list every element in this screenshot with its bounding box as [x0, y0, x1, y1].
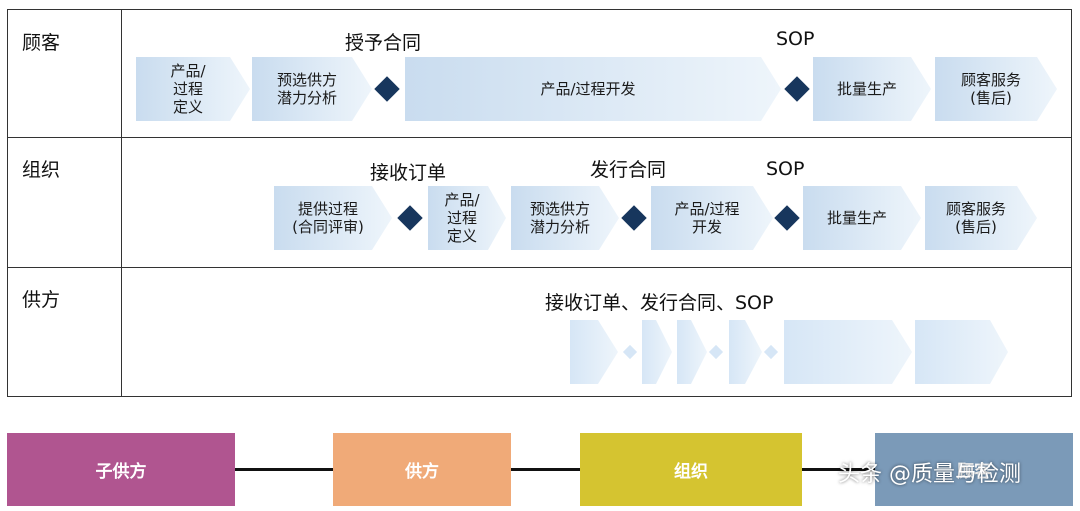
chevron-step: 顾客服务 (售后): [925, 186, 1037, 250]
chevron-step: 批量生产: [813, 57, 931, 121]
step-label: 批量生产: [826, 209, 887, 227]
stage-table: [7, 9, 1072, 397]
chain-box-organization: 组织: [580, 433, 802, 506]
chain-box-sub-supplier: 子供方: [7, 433, 235, 506]
chevron-shape: [925, 186, 1037, 250]
supplier-chevron: [729, 320, 762, 384]
step-label: 产品/过程开发: [540, 80, 636, 98]
chevron-step: 产品/ 过程 定义: [136, 57, 250, 121]
chain-connector: [511, 468, 581, 471]
chain-box-customer: 顾客: [875, 433, 1073, 506]
supplier-chevron: [784, 320, 912, 384]
chevron-step: 产品/过程开发: [405, 57, 781, 121]
chevron-shape: [935, 57, 1057, 121]
step-label: 预选供方 潜力分析: [276, 71, 337, 107]
milestone-supplier: 接收订单、发行合同、SOP: [545, 292, 774, 314]
chevron-step: 预选供方 潜力分析: [511, 186, 619, 250]
step-label: 预选供方 潜力分析: [529, 200, 590, 236]
step-label: 提供过程 (合同评审): [292, 200, 364, 236]
chevron-step: 批量生产: [803, 186, 921, 250]
chevron-step: 提供过程 (合同评审): [274, 186, 392, 250]
supplier-chevron: [642, 320, 672, 384]
step-label: 顾客服务 (售后): [960, 71, 1021, 107]
chevron-shape: [405, 57, 781, 121]
supplier-chevron: [915, 320, 1008, 384]
supplier-chevron: [570, 320, 618, 384]
milestone-award-contract: 授予合同: [345, 32, 422, 54]
row-label-organization: 组织: [22, 159, 61, 181]
supplier-chevron-track: [570, 320, 1008, 384]
chevron-shape: [252, 57, 372, 121]
supplier-chevron: [677, 320, 707, 384]
chain-box-supplier: 供方: [333, 433, 511, 506]
step-label: 产品/ 过程 定义: [170, 62, 206, 116]
column-divider: [121, 9, 122, 397]
supplier-diamond: [708, 344, 724, 360]
chevron-shape: [813, 57, 931, 121]
step-label: 顾客服务 (售后): [945, 200, 1006, 236]
chevron-step: 预选供方 潜力分析: [252, 57, 372, 121]
chevron-shape: [274, 186, 392, 250]
chevron-step: 产品/过程 开发: [651, 186, 773, 250]
chevron-step: 顾客服务 (售后): [935, 57, 1057, 121]
step-label: 批量生产: [836, 80, 897, 98]
chevron-shape: [428, 186, 506, 250]
chain-connector: [802, 468, 876, 471]
row-divider: [7, 267, 1072, 268]
milestone-issue-contract: 发行合同: [590, 159, 667, 181]
row-label-supplier: 供方: [22, 289, 61, 311]
chevron-shape: [803, 186, 921, 250]
milestone-receive-order: 接收订单: [370, 162, 447, 184]
watermark: 头条 @质量与检测: [838, 462, 1021, 487]
step-label: 产品/ 过程 定义: [444, 191, 480, 245]
milestone-sop: SOP: [776, 28, 815, 50]
supplier-diamond: [622, 344, 638, 360]
chevron-shape: [511, 186, 619, 250]
chevron-step: 产品/ 过程 定义: [428, 186, 506, 250]
chain-connector: [235, 468, 335, 471]
chevron-shape: [651, 186, 773, 250]
row-divider: [7, 137, 1072, 138]
milestone-sop: SOP: [766, 158, 805, 180]
chevron-shape: [136, 57, 250, 121]
step-label: 产品/过程 开发: [674, 200, 740, 236]
supplier-diamond: [763, 344, 779, 360]
row-label-customer: 顾客: [22, 32, 61, 54]
